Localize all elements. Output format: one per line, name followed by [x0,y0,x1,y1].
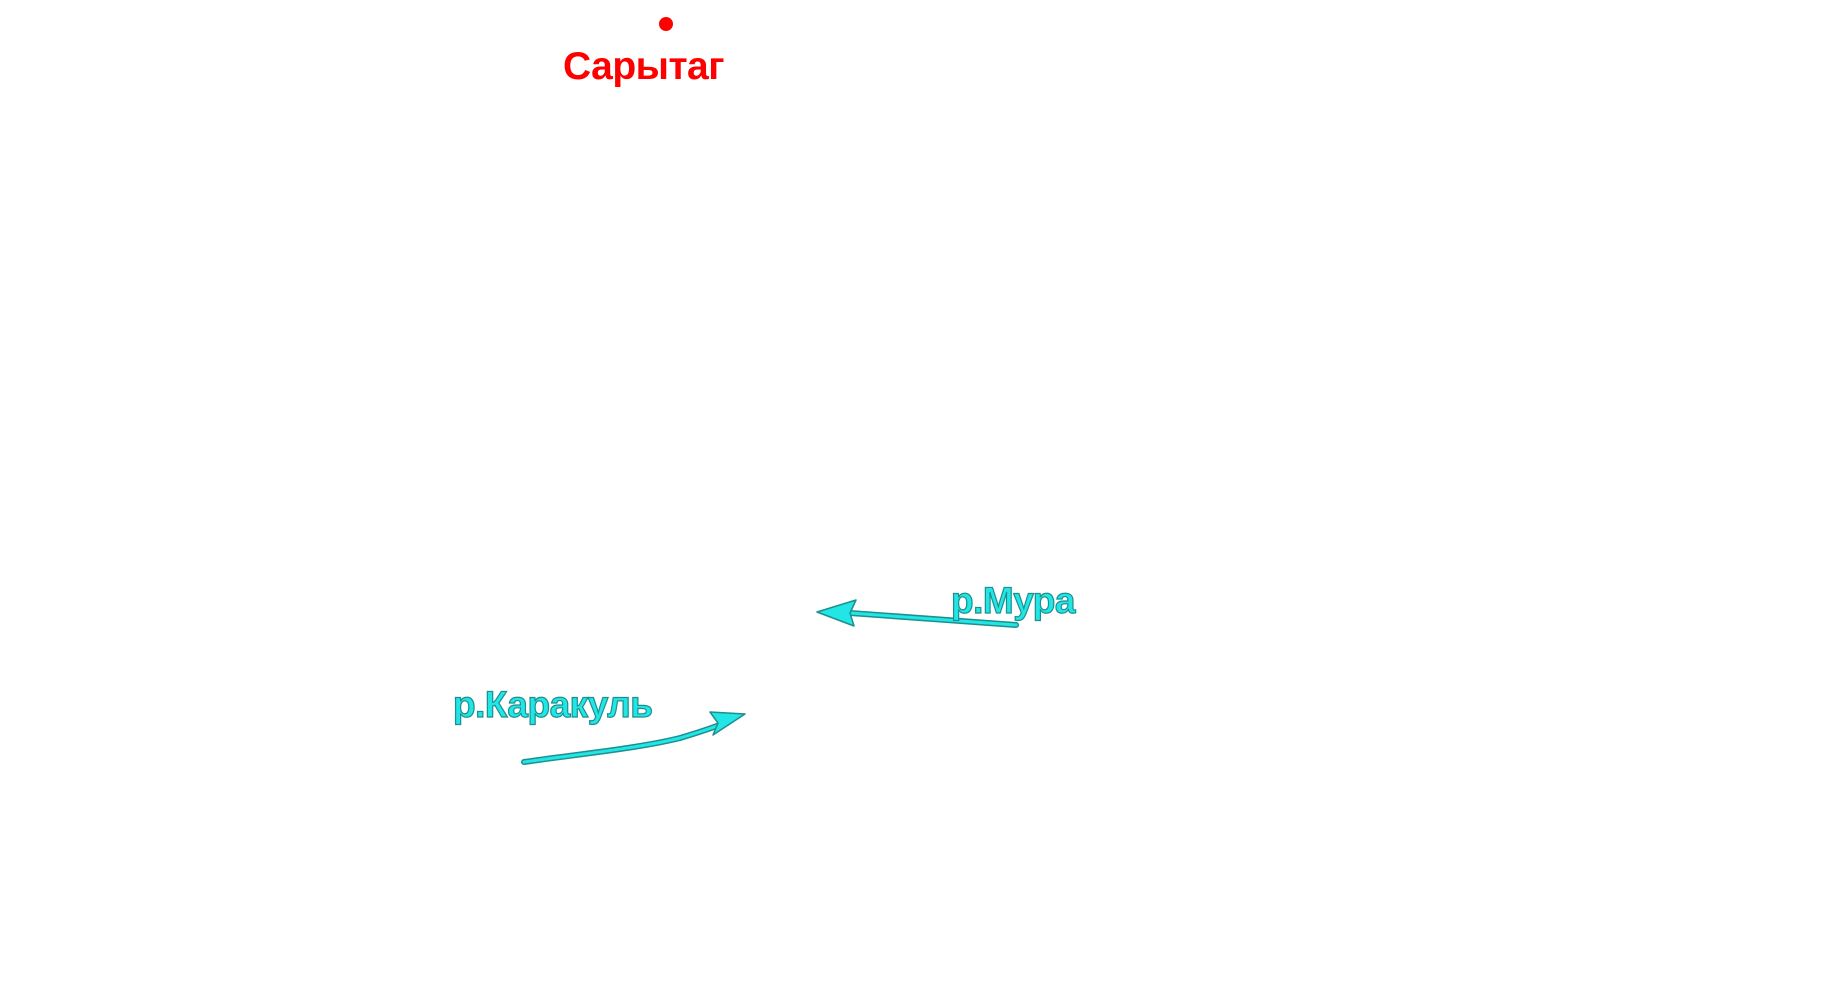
river-label-mura: р.Мура [950,580,1076,621]
river-label-karakul: р.Каракуль [452,684,653,725]
settlement-label: Сарытаг [563,45,725,88]
river-mura-flow-arrow-icon [816,599,1019,628]
river-karakul-flow-arrow-icon [521,711,746,765]
settlement-dot-icon [659,17,673,31]
